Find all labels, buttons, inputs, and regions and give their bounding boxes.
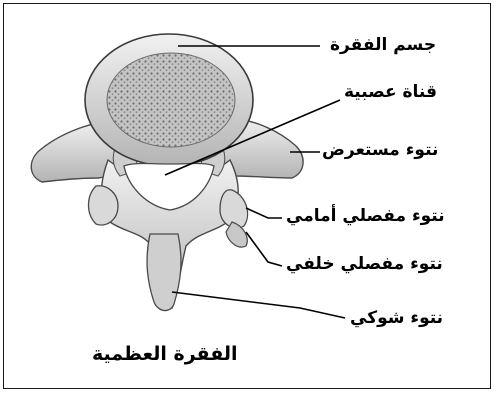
spinous-process xyxy=(147,234,181,311)
label-anterior-articular-process: نتوء مفصلي أمامي xyxy=(286,208,445,225)
leader-anterior-articular xyxy=(246,208,282,218)
label-spinous-process: نتوء شوكي xyxy=(350,310,443,327)
figure-caption: الفقرة العظمية xyxy=(92,345,238,364)
label-transverse-process: نتوء مستعرض xyxy=(322,142,438,159)
label-neural-canal: قناة عصبية xyxy=(344,84,437,101)
vertebral-body-spongy xyxy=(107,53,235,147)
label-vertebral-body: جسم الفقرة xyxy=(330,37,436,54)
label-posterior-articular-process: نتوء مفصلي خلفي xyxy=(286,256,443,273)
leader-posterior-articular xyxy=(246,232,282,266)
leader-spinous xyxy=(172,292,345,318)
